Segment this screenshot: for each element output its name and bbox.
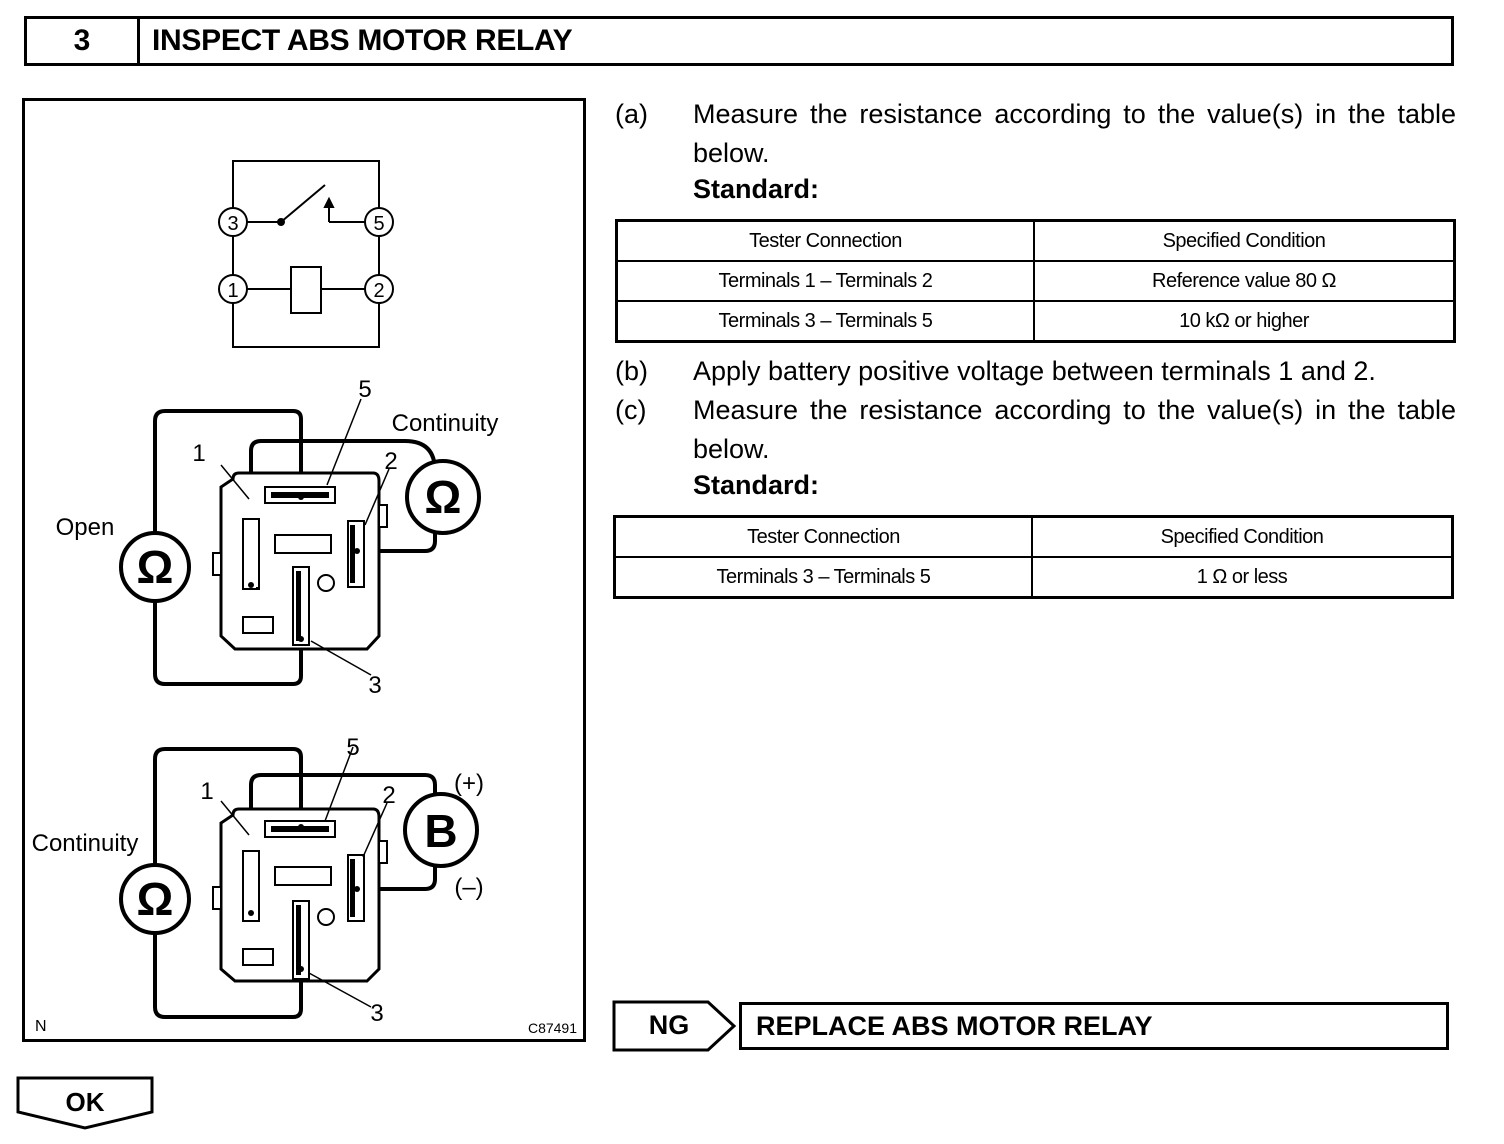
label-continuity-bottom: Continuity [32,830,139,857]
figure-code: C87491 [528,1020,577,1036]
ok-arrow-shape [16,1076,154,1130]
table-row: Terminals 3 – Terminals 5 1 Ω or less [613,556,1454,599]
table1-row1-condition: Reference value 80 Ω [1033,260,1456,302]
label-terminal-1: 1 [200,778,213,805]
battery-icon: B [424,805,457,857]
table-row: Terminals 3 – Terminals 5 10 kΩ or highe… [615,300,1456,343]
ohmmeter-continuity-icon: Ω [425,471,462,523]
step-c-label: (c) [615,395,647,425]
ng-label: NG [648,1009,690,1040]
table1-header-connection: Tester Connection [615,219,1035,262]
label-open: Open [56,514,115,541]
spec-table-1: Tester Connection Specified Condition Te… [615,219,1456,343]
label-terminal-3: 3 [370,1000,383,1027]
label-battery-plus: (+) [454,770,484,797]
label-terminal-2: 2 [384,448,397,475]
standard-label-2: Standard: [693,470,820,500]
relay-test-unpowered: Ω Ω Open Continuity 1 5 2 3 [56,376,499,699]
step-b-text: Apply battery positive voltage between t… [693,356,1376,386]
step-c-text: Measure the resistance according to the … [693,395,1456,464]
step-a-label: (a) [615,99,648,129]
label-continuity-top: Continuity [392,410,499,437]
table2-header-condition: Specified Condition [1031,515,1454,558]
table1-row2-condition: 10 kΩ or higher [1033,300,1456,343]
schematic-terminal-2: 2 [373,280,384,302]
step-b-label: (b) [615,356,648,386]
table2-header-connection: Tester Connection [613,515,1033,558]
table-row: Terminals 1 – Terminals 2 Reference valu… [615,260,1456,302]
schematic-terminal-3: 3 [227,213,238,235]
ok-label: OK [65,1086,105,1117]
spec-table-2: Tester Connection Specified Condition Te… [613,515,1454,599]
relay-test-powered: Ω B Continuity 1 5 2 3 (+) (–) [32,734,484,1027]
schematic-terminal-5: 5 [373,213,384,235]
relay-schematic: 3 5 1 2 [218,160,394,348]
relay-diagram-drawing: 3 5 1 2 [32,160,577,1036]
figure-corner-left: N [35,1018,47,1035]
table2-row1-connection: Terminals 3 – Terminals 5 [613,556,1033,599]
table1-row2-connection: Terminals 3 – Terminals 5 [615,300,1035,343]
label-battery-minus: (–) [454,874,483,901]
ng-arrow-shape [612,1000,737,1052]
step-a-text: Measure the resistance according to the … [693,99,1456,168]
label-terminal-5: 5 [346,734,359,761]
step-title: INSPECT ABS MOTOR RELAY [152,24,573,57]
label-terminal-2: 2 [382,782,395,809]
table1-row1-connection: Terminals 1 – Terminals 2 [615,260,1035,302]
label-terminal-1: 1 [192,440,205,467]
label-terminal-5: 5 [358,376,371,403]
step-number: 3 [27,19,140,63]
ng-action-box: REPLACE ABS MOTOR RELAY [739,1002,1449,1050]
ohmmeter-open-icon: Ω [137,541,174,593]
table2-row1-condition: 1 Ω or less [1031,556,1454,599]
step-header: 3 INSPECT ABS MOTOR RELAY [24,16,1454,66]
ohmmeter-icon: Ω [137,873,174,925]
standard-label-1: Standard: [693,174,820,204]
table1-header-condition: Specified Condition [1033,219,1456,262]
relay-diagram: 3 5 1 2 [22,98,586,1042]
label-terminal-3: 3 [368,672,381,699]
schematic-terminal-1: 1 [227,280,238,302]
